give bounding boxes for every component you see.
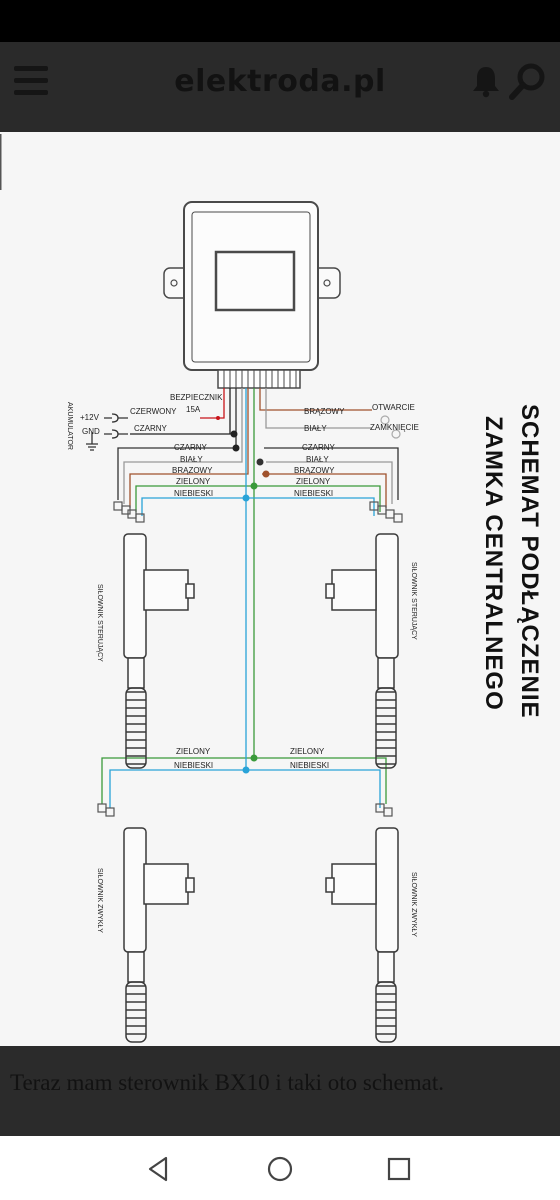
- blue-left-label: NIEBIESKI: [174, 489, 213, 498]
- diagram-title-line1: SCHEMAT PODŁĄCZENIE: [516, 404, 543, 719]
- diagram-title-line2: ZAMKA CENTRALNEGO: [480, 416, 507, 711]
- white-left-label: BIAŁY: [180, 455, 203, 464]
- green-left-label: ZIELONY: [176, 477, 211, 486]
- green-lower-left-label: ZIELONY: [176, 747, 211, 756]
- search-icon[interactable]: [508, 62, 548, 102]
- white-out-label: BIAŁY: [304, 424, 327, 433]
- fuse-rating-label: 15A: [186, 405, 201, 414]
- actuator-master-left: [123, 533, 195, 769]
- actuator-master-right: [325, 533, 399, 769]
- home-icon[interactable]: [263, 1152, 297, 1186]
- green-lower-right-label: ZIELONY: [290, 747, 325, 756]
- top-app-bar: elektroda.pl: [0, 42, 560, 132]
- brown-left-label: BRĄZOWY: [172, 466, 213, 475]
- green-right-label: ZIELONY: [296, 477, 331, 486]
- site-title[interactable]: elektroda.pl: [174, 64, 386, 99]
- battery-terminals: [86, 413, 128, 451]
- control-unit: [163, 201, 341, 389]
- system-nav-bar: [0, 1136, 560, 1200]
- wiring-diagram: BEZPIECZNIK 15A +12V GND CZERWONY CZARNY…: [0, 132, 560, 1046]
- close-label: ZAMKNIĘCIE: [370, 423, 419, 432]
- actuator-regular-left-label: SIŁOWNIK ZWYKŁY: [96, 868, 103, 933]
- actuator-master-left-label: SIŁOWNIK STERUJĄCY: [96, 584, 103, 662]
- bell-icon[interactable]: [470, 64, 502, 98]
- post-caption: Teraz mam sterownik BX10 i taki oto sche…: [10, 1070, 445, 1095]
- black-left-label: CZARNY: [174, 443, 208, 452]
- actuator-master-right-label: SIŁOWNIK STERUJĄCY: [410, 562, 417, 640]
- back-icon[interactable]: [142, 1152, 176, 1186]
- black-wire-label: CZARNY: [134, 424, 168, 433]
- red-wire-label: CZERWONY: [130, 407, 177, 416]
- actuator-regular-left: [123, 827, 195, 1043]
- blue-lower-left-label: NIEBIESKI: [174, 761, 213, 770]
- schematic-image: BEZPIECZNIK 15A +12V GND CZERWONY CZARNY…: [0, 132, 560, 1046]
- fuse-label: BEZPIECZNIK: [170, 393, 223, 402]
- status-bar: [0, 0, 560, 42]
- recents-icon[interactable]: [382, 1152, 416, 1186]
- brown-right-label: BRĄZOWY: [294, 466, 335, 475]
- blue-lower-right-label: NIEBIESKI: [290, 761, 329, 770]
- junction-dots: [216, 415, 401, 774]
- left-connector: [97, 501, 403, 817]
- menu-icon[interactable]: [14, 66, 48, 95]
- caption-bar: Teraz mam sterownik BX10 i taki oto sche…: [0, 1046, 560, 1136]
- black-right-label: CZARNY: [302, 443, 336, 452]
- actuator-regular-right-label: SIŁOWNIK ZWYKŁY: [410, 872, 417, 937]
- blue-right-label: NIEBIESKI: [294, 489, 333, 498]
- gnd-label: GND: [82, 427, 100, 436]
- plus12v-label: +12V: [80, 413, 100, 422]
- battery-label: AKUMULATOR: [66, 402, 73, 450]
- white-right-label: BIAŁY: [306, 455, 329, 464]
- actuator-regular-right: [325, 827, 399, 1043]
- brown-out-label: BRĄZOWY: [304, 407, 345, 416]
- open-label: OTWARCIE: [372, 403, 415, 412]
